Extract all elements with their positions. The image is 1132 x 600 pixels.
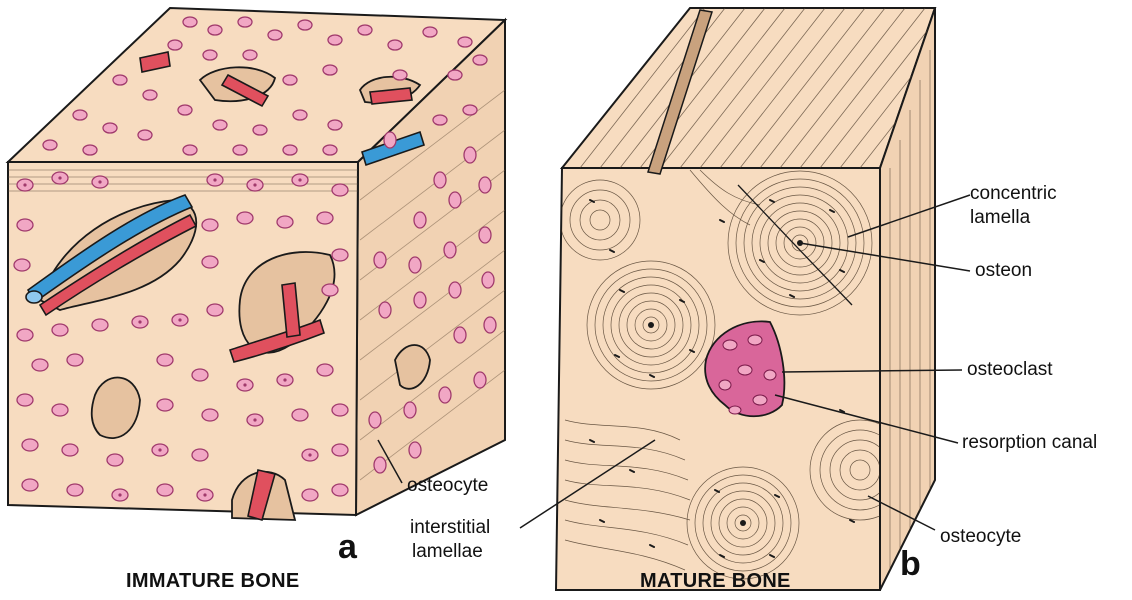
caption-immature-bone: IMMATURE BONE	[126, 570, 300, 593]
label-resorption-canal: resorption canal	[962, 432, 1097, 454]
label-osteocyte-b: osteocyte	[940, 526, 1021, 548]
label-lamellae: lamellae	[412, 541, 483, 563]
label-osteoclast: osteoclast	[967, 359, 1053, 381]
label-lamella: lamella	[970, 207, 1030, 229]
panel-letter-a: a	[338, 528, 357, 567]
label-concentric: concentric	[970, 183, 1057, 205]
label-osteocyte-a: osteocyte	[407, 475, 488, 497]
mature-bone-block	[556, 8, 985, 590]
panel-letter-b: b	[900, 545, 921, 584]
label-interstitial: interstitial	[410, 517, 490, 539]
caption-mature-bone: MATURE BONE	[640, 570, 791, 593]
label-osteon: osteon	[975, 260, 1032, 282]
immature-bone-block	[8, 8, 505, 520]
